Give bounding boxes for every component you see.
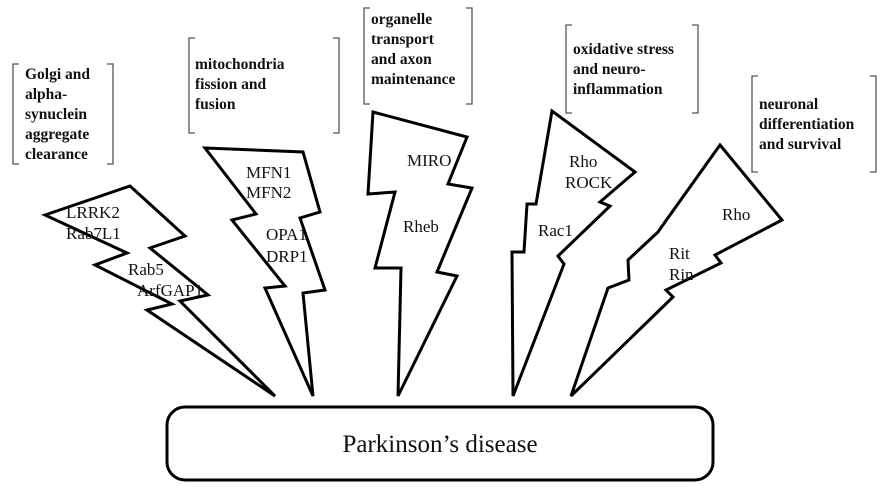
lightning-bolt-golgi [40,184,277,398]
gene-label: LRRK2 [66,203,120,222]
gene-label: Rit [669,244,690,263]
gene-label: OPA1 [266,225,307,244]
function-line: and axon [371,51,432,68]
disease-label: Parkinson’s disease [342,431,537,458]
function-line: differentiation [759,116,855,133]
left-bracket [565,24,572,114]
lightning-bolt-mitochondria [201,146,328,397]
function-line: Golgi and [25,66,90,83]
function-line: clearance [25,146,88,163]
gene-label: MIRO [407,151,451,170]
gene-label: Rheb [403,217,439,236]
gene-label: Rab5 [128,260,164,279]
gene-label: Rho [569,152,597,171]
left-bracket [12,63,19,165]
genes-golgi: LRRK2 Rab7L1 Rab5 ArfGAP1 [66,203,203,300]
right-bracket [333,37,340,134]
gene-label: Rab7L1 [66,224,121,243]
gene-label: Rac1 [538,221,573,240]
function-line: and survival [759,136,842,153]
function-line: neuronal [759,96,819,113]
function-line: alpha- [25,86,67,103]
function-line: fusion [195,96,236,113]
left-bracket [363,7,370,105]
function-line: synuclein [25,106,87,123]
gene-label: MFN1 [246,163,291,182]
left-bracket [751,75,758,173]
left-bracket [188,37,195,134]
function-golgi: Golgi and alpha- synuclein aggregate cle… [12,63,114,165]
function-line: aggregate [25,126,89,143]
lightning-bolt-neuronal [569,142,785,398]
right-bracket [692,24,699,114]
function-line: fission and [195,76,266,93]
function-line: oxidative stress [573,41,674,58]
genes-mitochondria: MFN1 MFN2 OPA1 DRP1 [246,163,308,266]
gene-label: ROCK [565,173,613,192]
gene-label: MFN2 [246,183,291,202]
function-line: maintenance [371,71,456,88]
gene-label: ArfGAP1 [137,281,203,300]
function-line: transport [371,31,435,48]
gene-label: DRP1 [266,247,308,266]
lightning-bolt-oxidative [510,108,638,397]
function-mitochondria: mitochondria fission and fusion [188,37,340,134]
disease-box-frame [165,405,715,482]
right-bracket [466,7,473,105]
function-neuronal: neuronal differentiation and survival [751,75,877,173]
function-line: and neuro- [573,61,646,78]
lightning-bolt-transport [366,110,475,397]
gene-label: Rin [669,265,694,284]
genes-oxidative: Rho ROCK Rac1 [538,152,613,240]
function-line: mitochondria [195,56,285,73]
function-transport: organelle transport and axon maintenance [363,7,473,105]
function-line: organelle [371,11,432,28]
function-oxidative: oxidative stress and neuro- inflammation [565,24,699,114]
genes-transport: MIRO Rheb [403,151,451,236]
function-line: inflammation [573,81,663,98]
disease-box: Parkinson’s disease [165,405,715,482]
right-bracket [107,63,114,165]
gene-label: Rho [722,205,750,224]
genes-neuronal: Rho Rit Rin [669,205,750,284]
right-bracket [870,75,877,173]
